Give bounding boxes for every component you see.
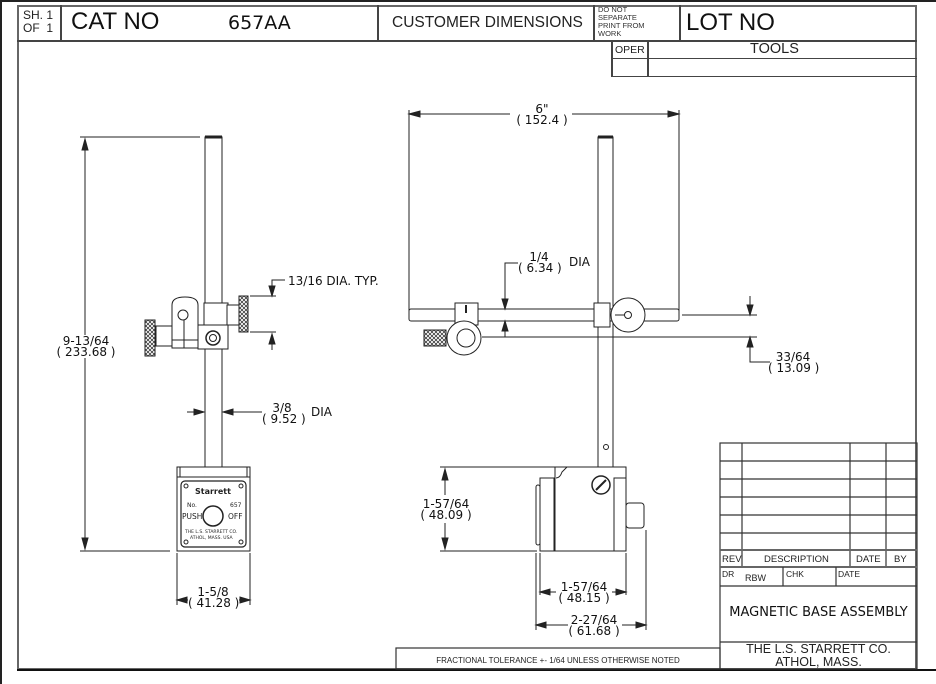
arm-diameter-label: 1/4 ( 6.34 )	[518, 250, 562, 275]
cat-no-label: CAT NO	[71, 8, 160, 35]
overall-length-metric: ( 61.68 )	[568, 624, 620, 638]
sheet-divider	[60, 5, 62, 41]
offset-imperial: 33/64	[775, 350, 811, 364]
dns-line-1: DO NOT	[598, 5, 628, 14]
chk-label: CHK	[786, 569, 804, 579]
dr-value: RBW	[745, 573, 766, 583]
catno-divider	[377, 5, 379, 41]
offset-metric: ( 13.09 )	[768, 361, 820, 375]
arm-length-label: 6" ( 152.4 )	[512, 102, 572, 127]
base-height-imperial: 1-57/64	[422, 497, 470, 511]
dns-divider	[679, 5, 681, 41]
oper-label: OPER	[615, 44, 645, 56]
base-width-metric: ( 41.28 )	[188, 596, 240, 610]
height-metric: ( 233.68 )	[56, 345, 116, 359]
customer-dimensions-label: CUSTOMER DIMENSIONS	[392, 14, 583, 31]
dns-line-2: SEPARATE	[598, 13, 637, 22]
by-header: BY	[894, 554, 907, 565]
dns-line-3: PRINT FROM	[598, 21, 645, 30]
outer-frame-left	[0, 0, 2, 684]
base-length-label: 1-57/64 ( 48.15 )	[558, 580, 610, 605]
date-label: DATE	[838, 569, 861, 579]
custdim-divider	[593, 5, 595, 41]
offset-label: 33/64 ( 13.09 )	[768, 350, 820, 375]
arm-dia-imperial: 1/4	[529, 250, 549, 264]
dns-line-4: WORK	[598, 29, 622, 38]
overall-length-label: 2-27/64 ( 61.68 )	[568, 613, 620, 638]
rod-dia-suffix: DIA	[311, 405, 332, 419]
cat-no-value: 657AA	[228, 12, 291, 34]
company-name: THE L.S. STARRETT CO.	[746, 642, 891, 656]
rod-diameter-label: 3/8 ( 9.52 )	[262, 401, 306, 426]
do-not-separate-note: DO NOT SEPARATE PRINT FROM WORK	[598, 6, 645, 38]
base-height-label: 1-57/64 ( 48.09 )	[420, 497, 472, 522]
outer-frame-top	[0, 0, 936, 2]
rod-dia-metric: ( 9.52 )	[262, 412, 306, 426]
base-length-metric: ( 48.15 )	[558, 591, 610, 605]
clamp-size-suffix: DIA. TYP.	[326, 274, 379, 288]
sheet-number: SH. 1 OF 1	[23, 9, 53, 35]
rev-header: REV	[722, 554, 742, 565]
base-height-metric: ( 48.09 )	[420, 508, 472, 522]
height-dim-label: 9-13/64 ( 233.68 )	[55, 334, 117, 359]
tools-label: TOOLS	[750, 41, 799, 57]
tolerance-note: FRACTIONAL TOLERANCE +- 1/64 UNLESS OTHE…	[436, 656, 680, 665]
base-width-imperial: 1-5/8	[197, 585, 229, 599]
clamp-size-imperial: 13/16	[288, 274, 323, 288]
base-width-label: 1-5/8 ( 41.28 )	[188, 585, 240, 610]
dr-label: DR	[722, 569, 735, 579]
arm-dia-suffix: DIA	[569, 255, 590, 269]
overall-length-imperial: 2-27/64	[570, 613, 618, 627]
oper-mid-rule	[611, 58, 917, 60]
arm-dia-metric: ( 6.34 )	[518, 261, 562, 275]
arm-length-metric: ( 152.4 )	[516, 113, 568, 127]
base-length-imperial: 1-57/64	[560, 580, 608, 594]
description-header: DESCRIPTION	[764, 554, 829, 565]
sheet-total-value: 1	[46, 21, 54, 35]
drawing-title: MAGNETIC BASE ASSEMBLY	[729, 605, 908, 620]
clamp-size-label: 13/16 DIA. TYP.	[288, 274, 379, 288]
company-location: ATHOL, MASS.	[775, 655, 862, 669]
header-bottom-rule	[17, 40, 917, 42]
sheet-number-value: 1	[46, 8, 54, 22]
drawing-border	[17, 5, 917, 670]
company-block: THE L.S. STARRETT CO. ATHOL, MASS.	[720, 643, 917, 669]
rod-dia-imperial: 3/8	[272, 401, 292, 415]
date-header: DATE	[856, 554, 881, 565]
sheet-label: SH.	[23, 8, 44, 22]
oper-bottom-rule	[611, 76, 917, 78]
height-imperial: 9-13/64	[62, 334, 110, 348]
of-label: OF	[23, 21, 40, 35]
lot-no-label: LOT NO	[686, 9, 775, 36]
arm-length-imperial: 6"	[535, 102, 549, 116]
drawing-bottom-line	[17, 669, 936, 671]
